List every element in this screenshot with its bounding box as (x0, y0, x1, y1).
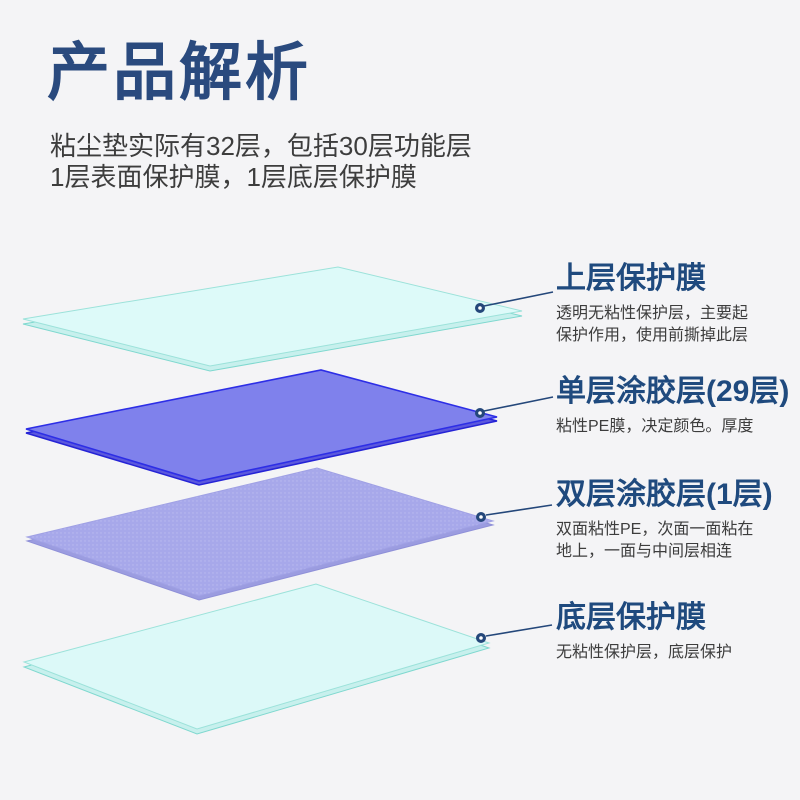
callout-title: 单层涂胶层(29层) (556, 375, 790, 408)
leader-line-3 (485, 504, 553, 516)
callout-description: 双面粘性PE，次面一面粘在 地上，一面与中间层相连 (556, 521, 754, 560)
page-subtitle: 粘尘垫实际有32层，包括30层功能层 1层表面保护膜，1层底层保护膜 (50, 131, 472, 192)
leader-line-1 (483, 291, 554, 307)
layer-sheet-single-glue (25, 369, 498, 486)
ring-marker-1 (475, 303, 486, 314)
callout-top-film: 上层保护膜 透明无粘性保护层，主要起 保护作用，使用前撕掉此层 (556, 262, 794, 347)
callout-title: 上层保护膜 (556, 262, 706, 295)
ring-marker-2 (475, 408, 486, 419)
layer-sheet-top-film (22, 266, 523, 372)
callout-description: 无粘性保护层，底层保护 (556, 644, 733, 661)
ring-marker-4 (476, 632, 487, 643)
leader-line-4 (485, 624, 553, 637)
leader-lines (483, 291, 554, 637)
callout-double-glue: 双层涂胶层(1层) 双面粘性PE，次面一面粘在 地上，一面与中间层相连 (556, 478, 794, 563)
callout-description: 粘性PE膜，决定颜色。厚度 (556, 418, 754, 435)
layer-sheet-bottom-film (22, 583, 491, 735)
ring-markers (475, 303, 487, 643)
ring-marker-3 (476, 511, 487, 522)
page-title: 产品解析 (47, 38, 311, 108)
fabric-texture-overlay (27, 468, 493, 596)
callout-title: 底层保护膜 (556, 601, 706, 634)
layer-sheet-double-glue (25, 467, 495, 601)
callout-title: 双层涂胶层(1层) (556, 478, 773, 511)
callout-bottom-film: 底层保护膜 无粘性保护层，底层保护 (556, 601, 794, 664)
callout-description: 透明无粘性保护层，主要起 保护作用，使用前撕掉此层 (556, 305, 749, 344)
callout-single-glue: 单层涂胶层(29层) 粘性PE膜，决定颜色。厚度 (556, 375, 794, 438)
leader-line-2 (483, 396, 554, 412)
